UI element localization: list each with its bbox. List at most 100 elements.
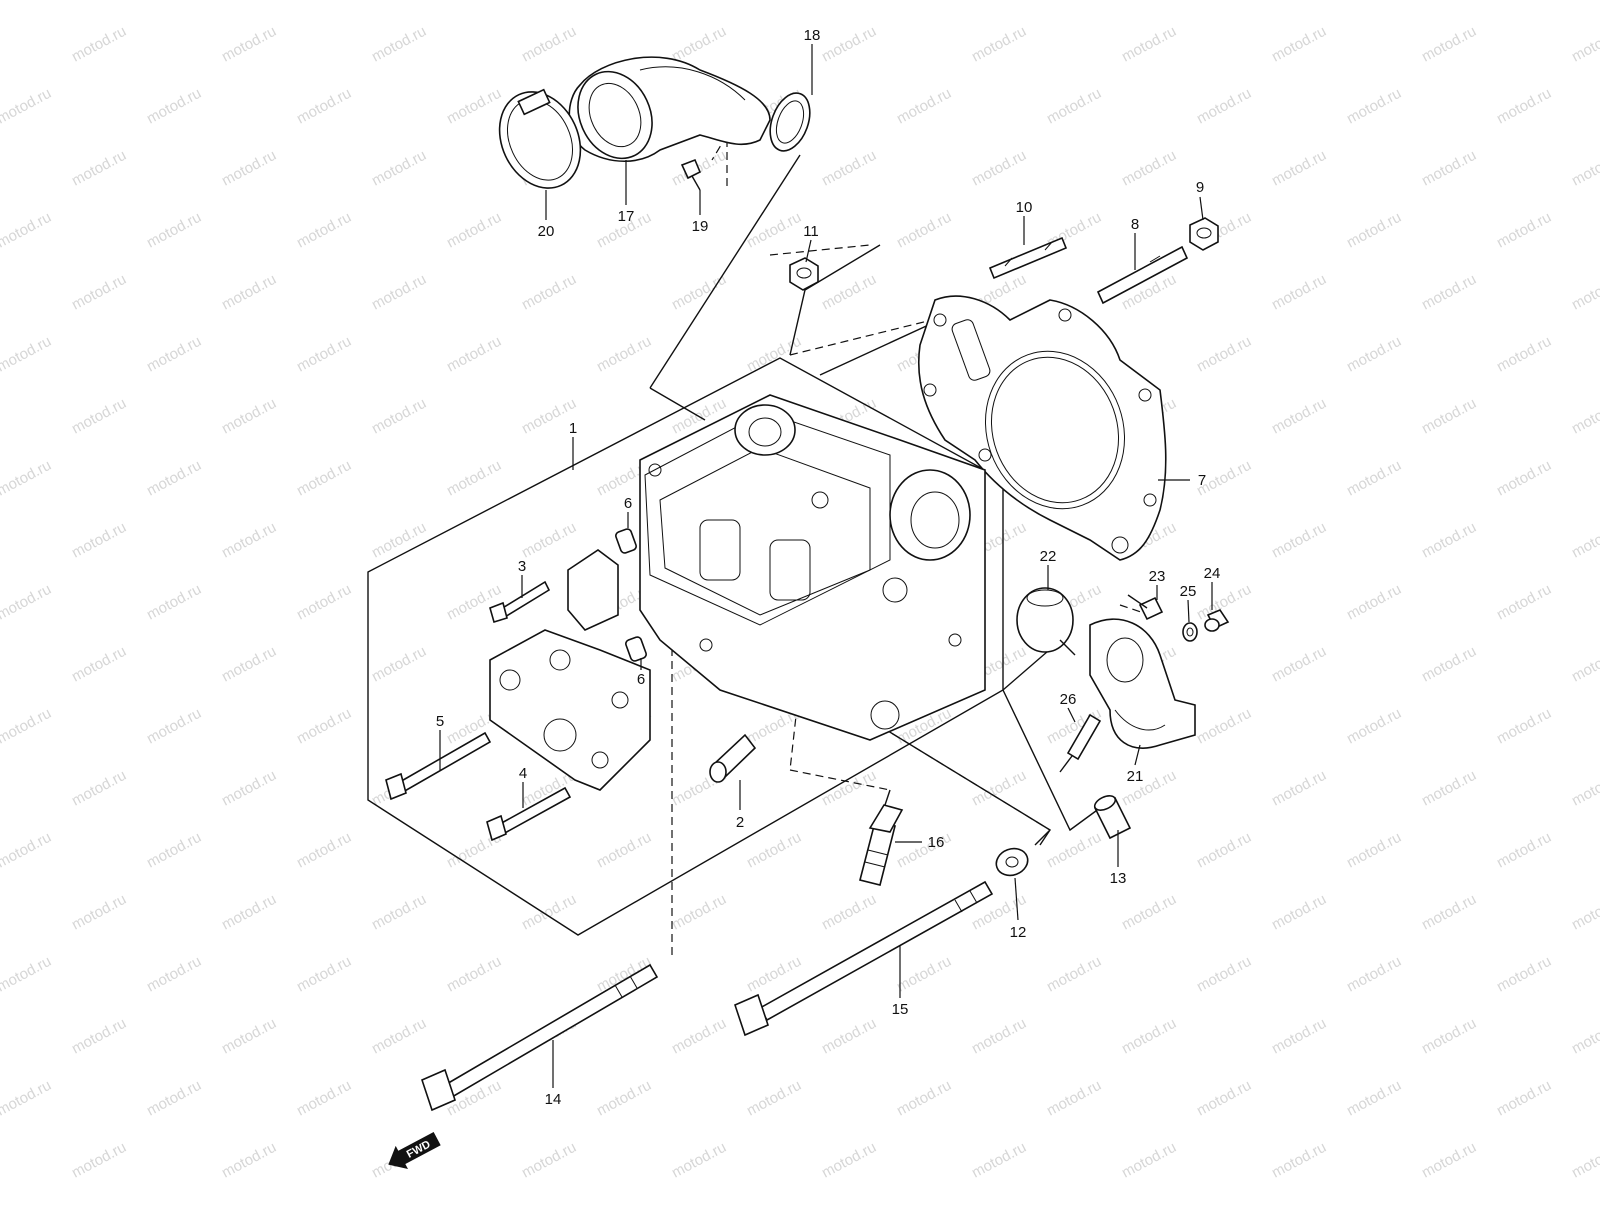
watermark-text: motod.ru [294,705,354,748]
watermark-text: motod.ru [1044,85,1104,128]
watermark-text: motod.ru [519,23,579,66]
watermark-text: motod.ru [969,767,1029,810]
watermark-text: motod.ru [1344,581,1404,624]
callout-14: 14 [545,1091,562,1108]
watermark-text: motod.ru [219,1139,279,1182]
watermark-text: motod.ru [1194,829,1254,872]
watermark-text: motod.ru [1419,891,1479,934]
watermark-text: motod.ru [894,0,954,4]
watermark-text: motod.ru [744,829,804,872]
callout-labels: 1 2 3 4 5 6 6 7 8 9 10 11 12 13 14 15 16… [436,27,1221,1108]
watermark-text: motod.ru [669,1015,729,1058]
watermark-text: motod.ru [0,705,54,748]
callout-5: 5 [436,713,444,730]
callout-15: 15 [892,1001,909,1018]
watermark-text: motod.ru [219,23,279,66]
watermark-text: motod.ru [369,147,429,190]
watermark-text: motod.ru [1044,953,1104,996]
washer-25 [1182,622,1198,642]
watermark-text: motod.ru [1569,1015,1600,1058]
camshaft-holder [489,629,651,791]
watermark-text: motod.ru [1419,1139,1479,1182]
watermark-text: motod.ru [144,333,204,376]
watermark-text: motod.ru [1119,891,1179,934]
watermark-text: motod.ru [1569,643,1600,686]
nut-9 [1189,217,1219,251]
callout-9: 9 [1196,179,1204,196]
watermark-text: motod.ru [444,209,504,252]
watermark-text: motod.ru [1569,23,1600,66]
arrow-left-down-icon [388,1131,441,1169]
watermark-text: motod.ru [1344,705,1404,748]
watermark-text: motod.ru [1269,767,1329,810]
dowel-2 [709,733,757,783]
watermark-text: motod.ru [1269,1015,1329,1058]
watermark-text: motod.ru [219,271,279,314]
watermark-text: motod.ru [294,1077,354,1120]
watermark-text: motod.ru [144,581,204,624]
watermark-text: motod.ru [819,891,879,934]
callout-12: 12 [1010,924,1027,941]
watermark-text: motod.ru [1044,0,1104,4]
watermark-text: motod.ru [594,1077,654,1120]
bolt-5 [385,731,492,801]
callout-4: 4 [519,765,527,782]
watermark-text: motod.ru [1119,23,1179,66]
watermark-text: motod.ru [1194,333,1254,376]
watermark-text: motod.ru [894,209,954,252]
watermark-text: motod.ru [219,147,279,190]
watermark-text: motod.ru [444,457,504,500]
temp-sensor-26 [1059,713,1102,773]
watermark-text: motod.ru [594,829,654,872]
watermark-text: motod.ru [294,85,354,128]
watermark-text: motod.ru [1344,333,1404,376]
watermark-text: motod.ru [1344,85,1404,128]
watermark-text: motod.ru [744,1077,804,1120]
watermark-text: motod.ru [69,891,129,934]
watermark-text: motod.ru [1419,767,1479,810]
callout-leaders [439,44,1213,1088]
watermark-text: motod.ru [1494,1077,1554,1120]
watermark-text: motod.ru [1419,23,1479,66]
watermark-text: motod.ru [969,1139,1029,1182]
watermark-text: motod.ru [1419,519,1479,562]
callout-10: 10 [1016,199,1033,216]
watermark-text: motod.ru [669,1139,729,1182]
watermark-text: motod.ru [1044,829,1104,872]
watermark-text: motod.ru [1269,891,1329,934]
watermark-text: motod.ru [1044,1077,1104,1120]
watermark-text: motod.ru [744,209,804,252]
watermark-text: motod.ru [144,953,204,996]
watermark-text: motod.ru [1494,457,1554,500]
callout-3: 3 [518,558,526,575]
watermark-text: motod.ru [894,1077,954,1120]
callout-18: 18 [804,27,821,44]
watermark-text: motod.ru [969,147,1029,190]
collar-13 [1093,795,1132,840]
watermark-text: motod.ru [519,519,579,562]
watermark-text: motod.ru [1419,1015,1479,1058]
watermark-text: motod.ru [0,953,54,996]
watermark-text: motod.ru [1569,395,1600,438]
watermark-text: motod.ru [69,395,129,438]
watermark-text: motod.ru [1194,0,1254,4]
callout-13: 13 [1110,870,1127,887]
watermark-text: motod.ru [1119,1015,1179,1058]
watermark-text: motod.ru [1194,705,1254,748]
watermark-text: motod.ru [444,85,504,128]
watermark-text: motod.ru [969,1015,1029,1058]
callout-6b: 6 [637,671,645,688]
watermark-text: motod.ru [669,271,729,314]
watermark-text: motod.ru [1569,1139,1600,1182]
watermark-text: motod.ru [819,767,879,810]
watermark-text: motod.ru [219,891,279,934]
watermark-text: motod.ru [1494,581,1554,624]
callout-25: 25 [1180,583,1197,600]
watermark-text: motod.ru [1419,271,1479,314]
watermark-text: motod.ru [1269,271,1329,314]
callout-6a: 6 [624,495,632,512]
watermark-text: motod.ru [294,457,354,500]
watermark-text: motod.ru [369,271,429,314]
bolt-4 [486,786,572,842]
watermark-text: motod.ru [369,643,429,686]
